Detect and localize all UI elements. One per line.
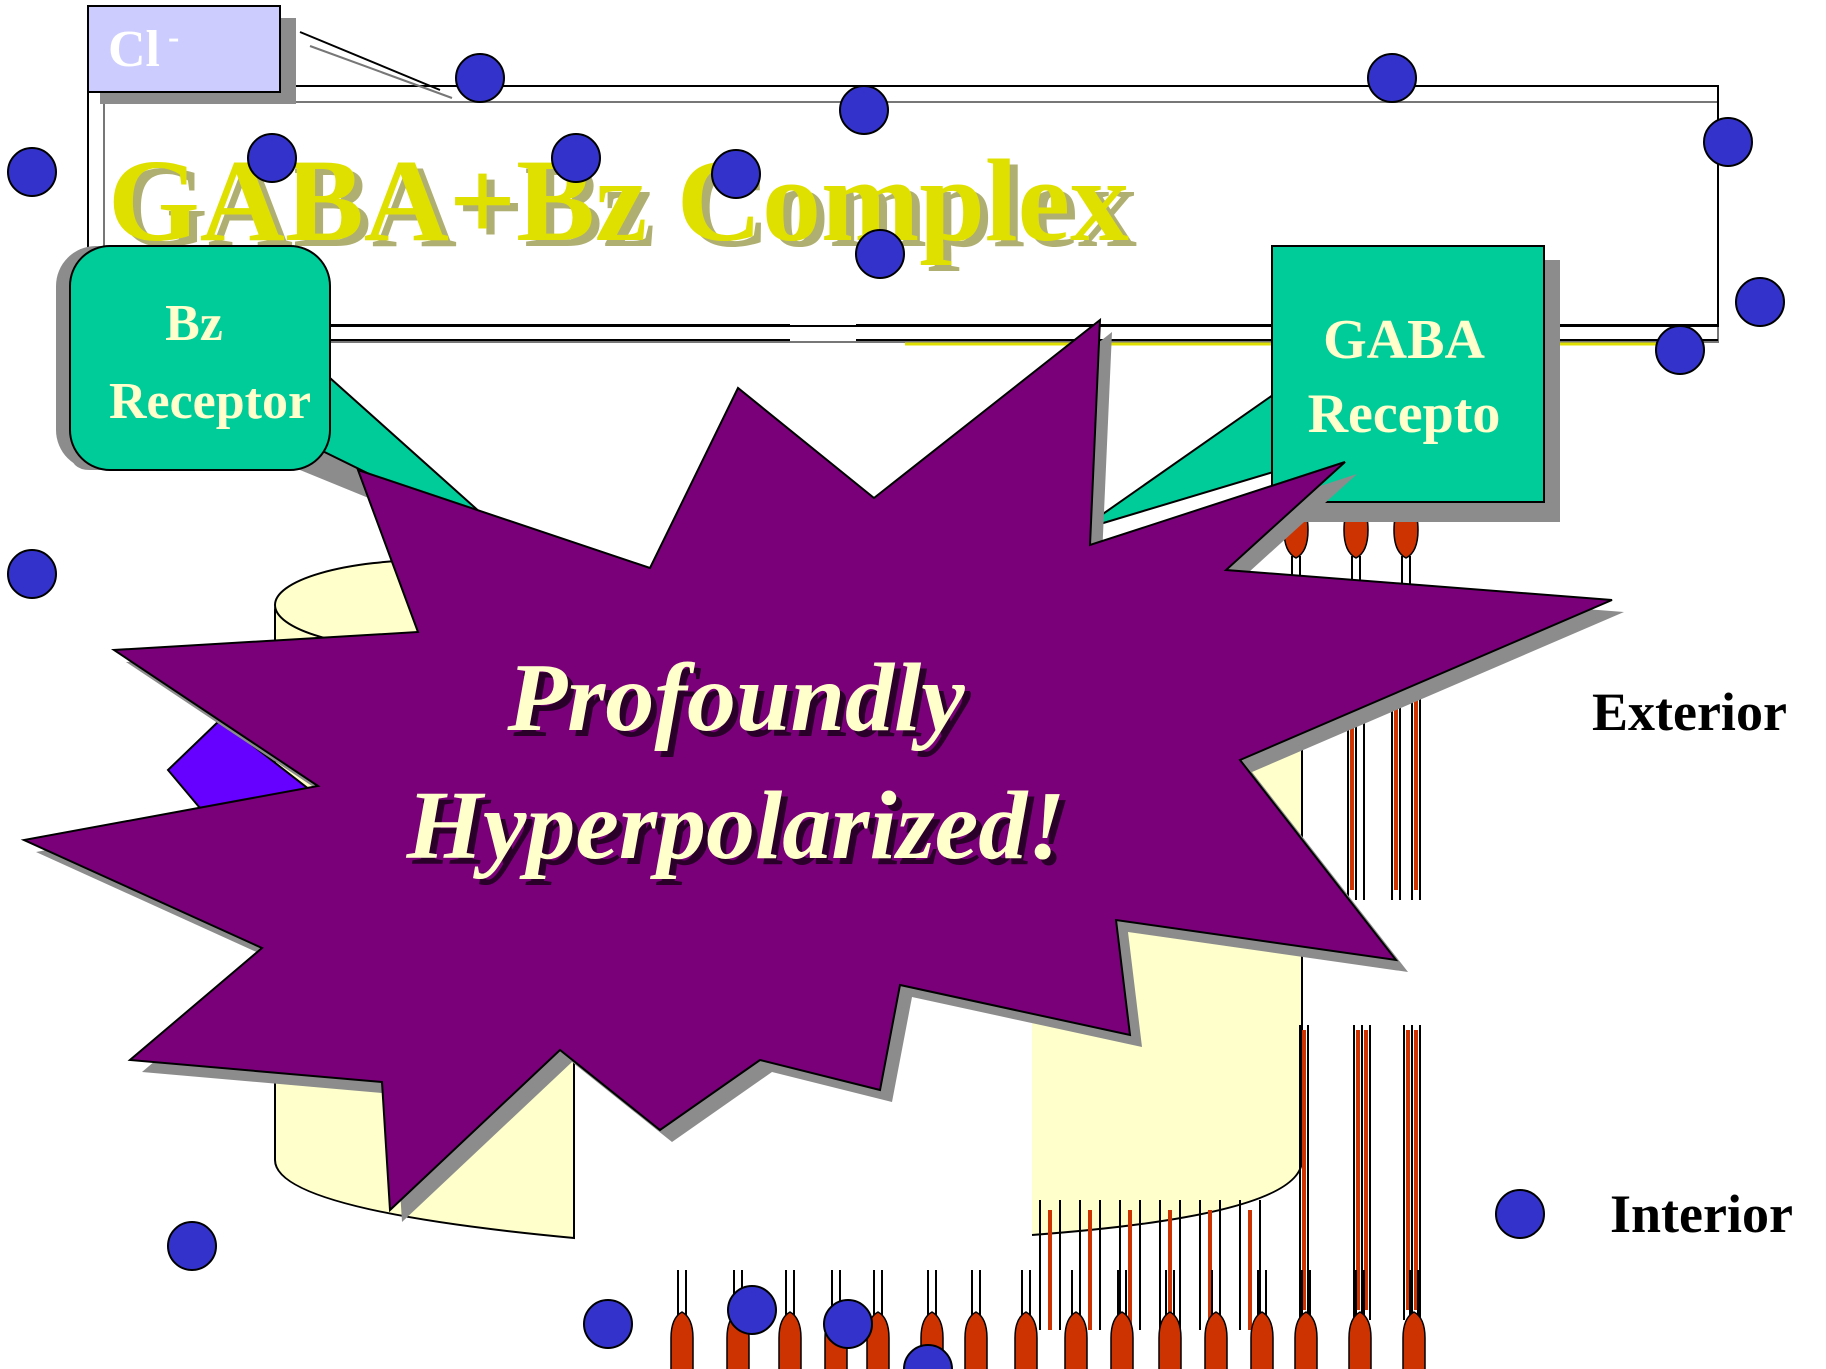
- chloride-ion: [823, 1299, 873, 1349]
- chloride-ion: [167, 1221, 217, 1271]
- chloride-ion: [247, 133, 297, 183]
- chloride-ion: [7, 549, 57, 599]
- chloride-ion: [1735, 277, 1785, 327]
- chloride-ion: [583, 1299, 633, 1349]
- interior-label: Interior: [1610, 1184, 1793, 1244]
- burst-text-line2-shadow: Hyperpolarized!: [412, 778, 1072, 886]
- chloride-ion: [1495, 1189, 1545, 1239]
- lipid-bilayer-lower: [670, 1025, 1426, 1369]
- bz-receptor-callout: Bz Receptor: [56, 245, 521, 560]
- chloride-ion: [455, 53, 505, 103]
- bz-receptor-line2: Receptor: [109, 373, 311, 430]
- bz-receptor-line1: Bz: [165, 295, 223, 352]
- burst-text-line1-shadow: Profoundly: [512, 650, 971, 758]
- chloride-label: Cl: [108, 21, 160, 78]
- chloride-charge: -: [168, 19, 179, 56]
- chloride-ion: [551, 133, 601, 183]
- chloride-ion: [1655, 325, 1705, 375]
- chloride-ion: [903, 1344, 953, 1369]
- burst-text-line1: Profoundly: [506, 644, 965, 752]
- chloride-ion: [1703, 117, 1753, 167]
- svg-text:Cl-: Cl-: [108, 19, 179, 78]
- exterior-label: Exterior: [1592, 682, 1787, 742]
- burst-shape: [20, 317, 1613, 1213]
- chloride-ion: [7, 147, 57, 197]
- gaba-receptor-line2: Recepto: [1308, 383, 1501, 445]
- chloride-ion: [711, 149, 761, 199]
- chloride-label-box: Cl-: [87, 5, 296, 104]
- chloride-ions: [7, 53, 1785, 1369]
- gaba-receptor-line1: GABA: [1323, 309, 1485, 371]
- gaba-receptor-callout: GABA Recepto: [1079, 245, 1560, 531]
- chloride-ion: [727, 1285, 777, 1335]
- chloride-ion: [839, 85, 889, 135]
- chloride-ion: [1367, 53, 1417, 103]
- chloride-ion: [855, 229, 905, 279]
- burst-text-line2: Hyperpolarized!: [406, 772, 1066, 880]
